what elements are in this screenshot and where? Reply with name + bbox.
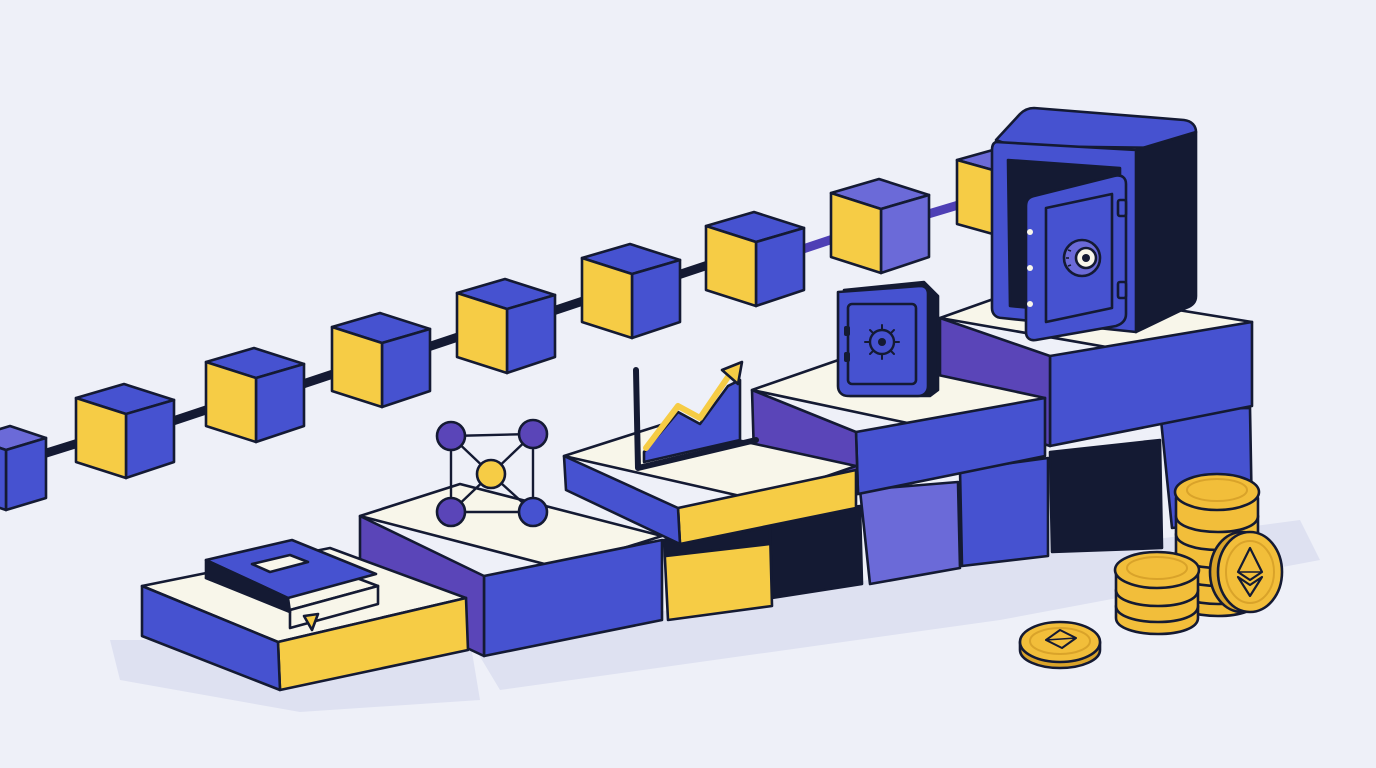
blockchain-chain <box>0 146 1042 512</box>
chain-block <box>74 382 176 480</box>
small-safe-icon <box>836 280 940 398</box>
chain-block <box>704 210 806 308</box>
ethereum-coin-icon <box>1208 530 1284 614</box>
chain-block <box>829 177 931 275</box>
ethereum-coin-icon <box>1018 620 1102 670</box>
chain-block <box>0 424 48 512</box>
book-icon <box>204 538 380 632</box>
chain-block <box>580 242 682 340</box>
chain-block <box>455 277 557 375</box>
coins <box>1018 472 1284 670</box>
coin-stack-short <box>1113 550 1201 636</box>
growth-chart-icon <box>633 360 759 471</box>
network-nodes-icon <box>435 418 549 528</box>
chain-block <box>204 346 306 444</box>
chain-block <box>330 311 432 409</box>
vault-safe-icon <box>990 106 1198 342</box>
